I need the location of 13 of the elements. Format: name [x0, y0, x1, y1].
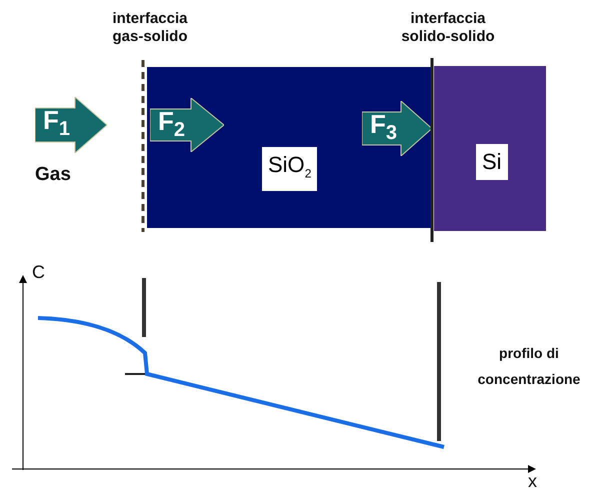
- oxide-layer: [147, 67, 432, 228]
- phase-label: Gas: [35, 166, 72, 184]
- silicon-layer: [434, 66, 546, 231]
- axis-label: C: [32, 263, 46, 281]
- flux-label: F$_{1}$: [43, 105, 70, 142]
- profile-label: profilo di concentrazione: [476, 344, 582, 389]
- interface-label: interfaccia solido-solido: [400, 10, 496, 46]
- flux-label: F$_{2}$: [158, 106, 186, 144]
- interface-label: interfaccia gas-solido: [111, 10, 189, 46]
- flux-label: F$_{3}$: [370, 109, 398, 146]
- axis-label: x: [528, 472, 538, 489]
- layer-label: Si: [476, 144, 508, 180]
- layer-label: SiO$_{2}$: [262, 147, 318, 192]
